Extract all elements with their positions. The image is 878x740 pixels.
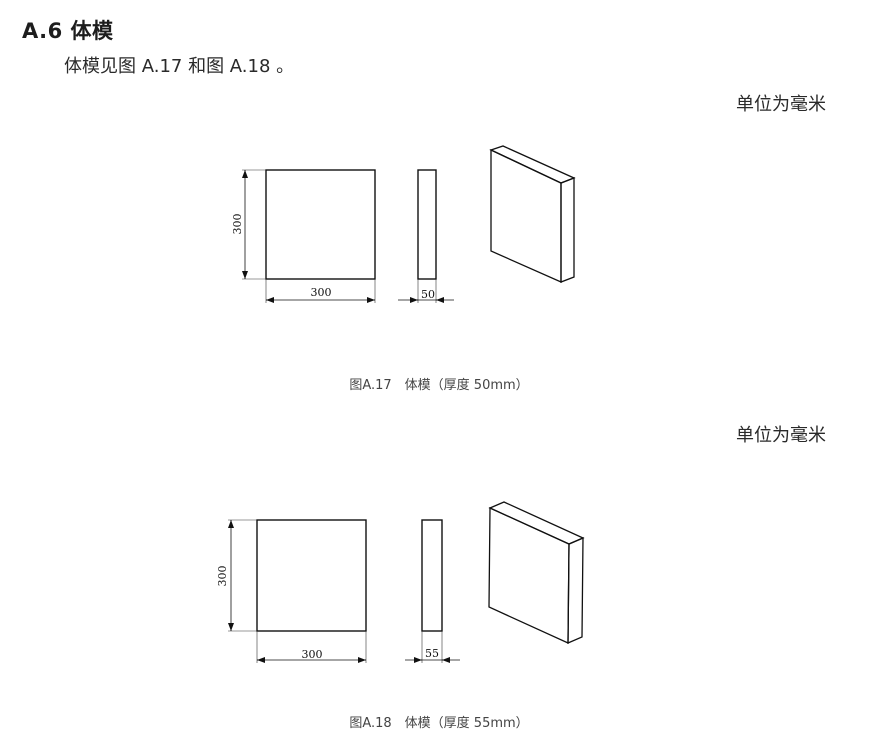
dim-width: 300 [302, 648, 323, 661]
phantom-drawing-50mm: 300 300 50 [231, 145, 576, 303]
dim-height: 300 [216, 566, 229, 587]
phantom-drawing-55mm: 300 300 55 [216, 501, 585, 663]
dim-height: 300 [231, 214, 244, 235]
unit-note-a17: 单位为毫米 [736, 94, 826, 115]
caption-a17: 图A.17 体模（厚度 50mm） [349, 378, 529, 393]
figure-a17: 300 300 50 [0, 140, 878, 310]
caption-a18: 图A.18 体模（厚度 55mm） [349, 716, 529, 731]
intro-paragraph: 体模见图 A.17 和图 A.18 。 [64, 56, 295, 77]
dim-thickness: 50 [421, 288, 435, 301]
section-heading: A.6 体模 [22, 19, 114, 43]
dim-thickness: 55 [425, 647, 439, 660]
dim-width: 300 [311, 286, 332, 299]
unit-note-a18: 单位为毫米 [736, 425, 826, 446]
figure-a18: 300 300 55 [0, 490, 878, 670]
